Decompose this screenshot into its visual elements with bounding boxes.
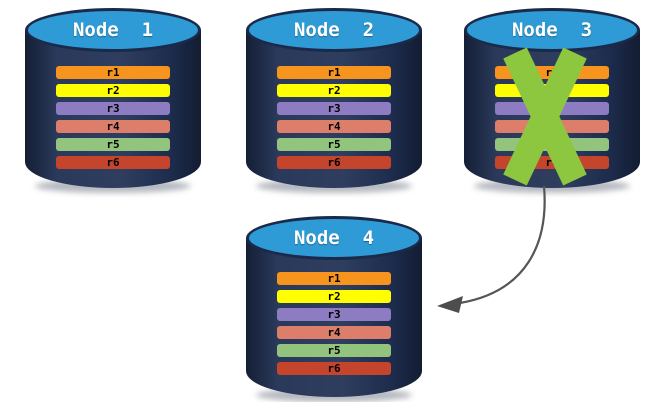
node-3: r1 r2 r3 r4 r5 r6 Node 3 bbox=[464, 8, 640, 193]
node-2: r1 r2 r3 r4 r5 r6 Node 2 bbox=[246, 8, 422, 193]
replica-row-r4: r4 bbox=[277, 120, 391, 133]
replica-row-r1: r1 bbox=[277, 272, 391, 285]
failure-x-icon bbox=[503, 47, 587, 186]
replica-row-r1: r1 bbox=[56, 66, 170, 79]
replica-row-r4: r4 bbox=[277, 326, 391, 339]
replica-row-r6: r6 bbox=[277, 156, 391, 169]
cylinder-top: Node 4 bbox=[246, 216, 422, 260]
node-title: Node 4 bbox=[293, 227, 375, 249]
node-1: r1 r2 r3 r4 r5 r6 Node 1 bbox=[25, 8, 201, 193]
cylinder-top: Node 1 bbox=[25, 8, 201, 52]
replica-row-r2: r2 bbox=[277, 290, 391, 303]
replica-row-r5: r5 bbox=[277, 138, 391, 151]
replica-row-r2: r2 bbox=[277, 84, 391, 97]
failover-arrowhead-icon bbox=[437, 296, 463, 313]
cylinder-top: Node 3 bbox=[464, 8, 640, 52]
replica-rows: r1 r2 r3 r4 r5 r6 bbox=[25, 66, 201, 169]
replica-row-r5: r5 bbox=[277, 344, 391, 357]
replica-row-r2: r2 bbox=[56, 84, 170, 97]
replica-rows: r1 r2 r3 r4 r5 r6 bbox=[246, 66, 422, 169]
replica-row-r4: r4 bbox=[56, 120, 170, 133]
cylinder-top: Node 2 bbox=[246, 8, 422, 52]
node-4: r1 r2 r3 r4 r5 r6 Node 4 bbox=[246, 216, 422, 402]
replica-row-r6: r6 bbox=[277, 362, 391, 375]
replica-row-r3: r3 bbox=[56, 102, 170, 115]
failover-arrow-line bbox=[459, 185, 546, 305]
node-title: Node 3 bbox=[511, 19, 593, 41]
replica-rows: r1 r2 r3 r4 r5 r6 bbox=[246, 272, 422, 375]
node-title: Node 1 bbox=[72, 19, 154, 41]
replica-row-r5: r5 bbox=[56, 138, 170, 151]
replica-row-r6: r6 bbox=[56, 156, 170, 169]
node-title: Node 2 bbox=[293, 19, 375, 41]
replica-row-r1: r1 bbox=[277, 66, 391, 79]
replica-row-r3: r3 bbox=[277, 102, 391, 115]
replica-row-r3: r3 bbox=[277, 308, 391, 321]
